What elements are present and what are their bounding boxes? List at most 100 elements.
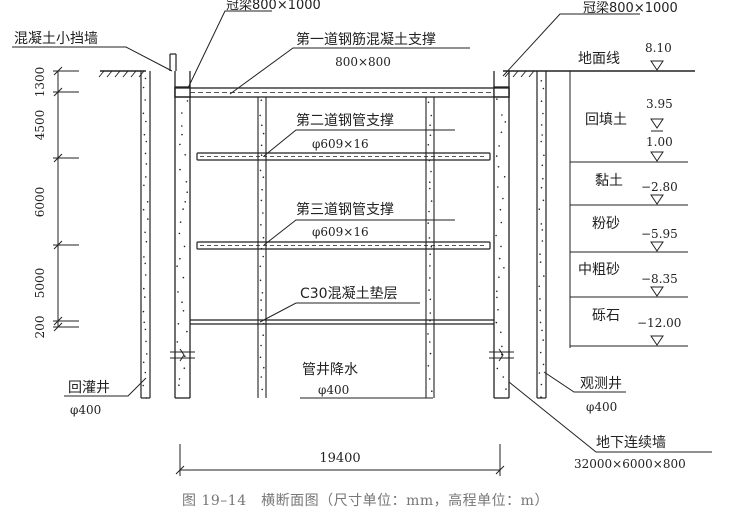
stipple-dot xyxy=(146,353,148,355)
stipple-dot xyxy=(500,245,502,248)
stipple-dot xyxy=(539,309,541,312)
stipple-dot xyxy=(538,285,540,288)
stipple-dot xyxy=(142,86,145,89)
stipple-dot xyxy=(430,200,433,202)
soil-top-0: 3.95 xyxy=(646,97,673,111)
stipple-dot xyxy=(145,176,147,178)
stipple-dot xyxy=(259,169,262,172)
stipple-dot xyxy=(504,121,507,123)
soil-level-1: −2.80 xyxy=(641,180,678,194)
cushion-label: C30混凝土垫层 xyxy=(300,286,398,302)
stipple-dot xyxy=(495,321,498,324)
stipple-dot xyxy=(542,199,545,202)
stipple-dot xyxy=(502,376,505,378)
stipple-dot xyxy=(182,310,185,312)
stipple-dot xyxy=(540,396,542,398)
stipple-dot xyxy=(144,152,147,155)
stipple-dot xyxy=(538,372,541,374)
stipple-dot xyxy=(429,134,432,137)
width-dimension xyxy=(175,444,505,476)
stipple-dot xyxy=(145,240,148,243)
stipple-dot xyxy=(539,298,541,300)
stipple-dot xyxy=(541,164,544,167)
small-retaining-wall-label: 混凝土小挡墙 xyxy=(14,31,98,47)
stipple-dot xyxy=(541,229,544,231)
stipple-dot xyxy=(181,133,183,136)
stipple-dot xyxy=(496,367,499,370)
dim-label-2: 6000 xyxy=(33,187,47,218)
stipple-dot xyxy=(142,310,145,313)
stipple-dot xyxy=(144,296,146,298)
stipple-dot xyxy=(495,234,497,237)
stipple-dot xyxy=(429,352,432,355)
stipple-dot xyxy=(542,112,544,115)
stipple-dot xyxy=(259,356,262,359)
observation-well-label: 观测井 xyxy=(580,376,622,392)
stipple-dot xyxy=(542,87,545,90)
stipple-dot xyxy=(429,298,432,301)
ground-line-label: 地面线 xyxy=(578,51,620,67)
stipple-dot xyxy=(262,176,265,178)
stipple-dot xyxy=(502,197,504,200)
soil-column xyxy=(569,71,688,348)
concrete-cushion xyxy=(190,319,494,325)
stipple-dot xyxy=(261,188,263,191)
stipple-dot xyxy=(427,101,430,104)
stipple-dot xyxy=(540,140,542,143)
stipple-dot xyxy=(263,366,265,369)
ground-elevation: 8.10 xyxy=(645,41,672,55)
stipple-dot xyxy=(496,296,498,299)
stipple-dot xyxy=(539,351,542,354)
stipple-dot xyxy=(145,340,147,343)
stipple-dot xyxy=(260,309,263,311)
stipple-dot xyxy=(260,344,262,347)
wall-stippling xyxy=(142,77,545,399)
stipple-dot xyxy=(147,218,149,220)
soil-bottom-0: 1.00 xyxy=(646,135,673,149)
dewatering-size-label: φ400 xyxy=(318,383,349,397)
stipple-dot xyxy=(503,267,505,269)
stipple-dot xyxy=(540,80,543,82)
stipple-dot xyxy=(497,309,499,311)
stipple-dot xyxy=(261,292,264,294)
stipple-dot xyxy=(143,287,145,290)
stipple-dot xyxy=(541,329,543,332)
left-dimension-chain xyxy=(53,66,79,332)
stipple-dot xyxy=(428,378,431,380)
stipple-dot xyxy=(498,276,500,279)
stipple-dot xyxy=(498,145,500,147)
stipple-dot xyxy=(540,186,543,189)
stipple-dot xyxy=(181,301,183,304)
right-diaphragm-wall xyxy=(493,71,510,399)
stipple-dot xyxy=(144,328,147,331)
stipple-dot xyxy=(495,155,498,157)
cross-section-diagram: 1300 4500 6000 5000 200 19400 8.10 地面线 回… xyxy=(12,0,712,476)
stipple-dot xyxy=(260,299,262,301)
stipple-dot xyxy=(179,168,181,171)
stipple-dot xyxy=(428,237,431,239)
ground-hatch-icon xyxy=(98,70,535,78)
stipple-dot xyxy=(260,144,263,147)
dewatering-name-label: 管井降水 xyxy=(302,362,358,378)
stipple-dot xyxy=(538,208,541,210)
stipple-dot xyxy=(539,261,542,263)
stipple-dot xyxy=(427,144,430,146)
stipple-dot xyxy=(429,341,431,343)
soil-level-2: −5.95 xyxy=(641,227,678,241)
stipple-dot xyxy=(430,245,433,248)
stipple-dot xyxy=(142,112,145,115)
stipple-dot xyxy=(262,322,265,325)
stipple-dot xyxy=(143,321,145,324)
stipple-dot xyxy=(429,277,431,279)
stipple-dot xyxy=(146,201,149,203)
strut-1 xyxy=(174,87,510,98)
soil-name-0: 回填土 xyxy=(585,112,627,128)
stipple-dot xyxy=(260,199,263,202)
stipple-dot xyxy=(539,253,541,255)
stipple-dot xyxy=(144,99,146,101)
stipple-dot xyxy=(541,134,543,136)
stipple-dot xyxy=(262,212,264,214)
stipple-dot xyxy=(543,154,545,157)
crown-beam-left-label: 冠梁800×1000 xyxy=(226,0,321,13)
stipple-dot xyxy=(142,361,145,364)
